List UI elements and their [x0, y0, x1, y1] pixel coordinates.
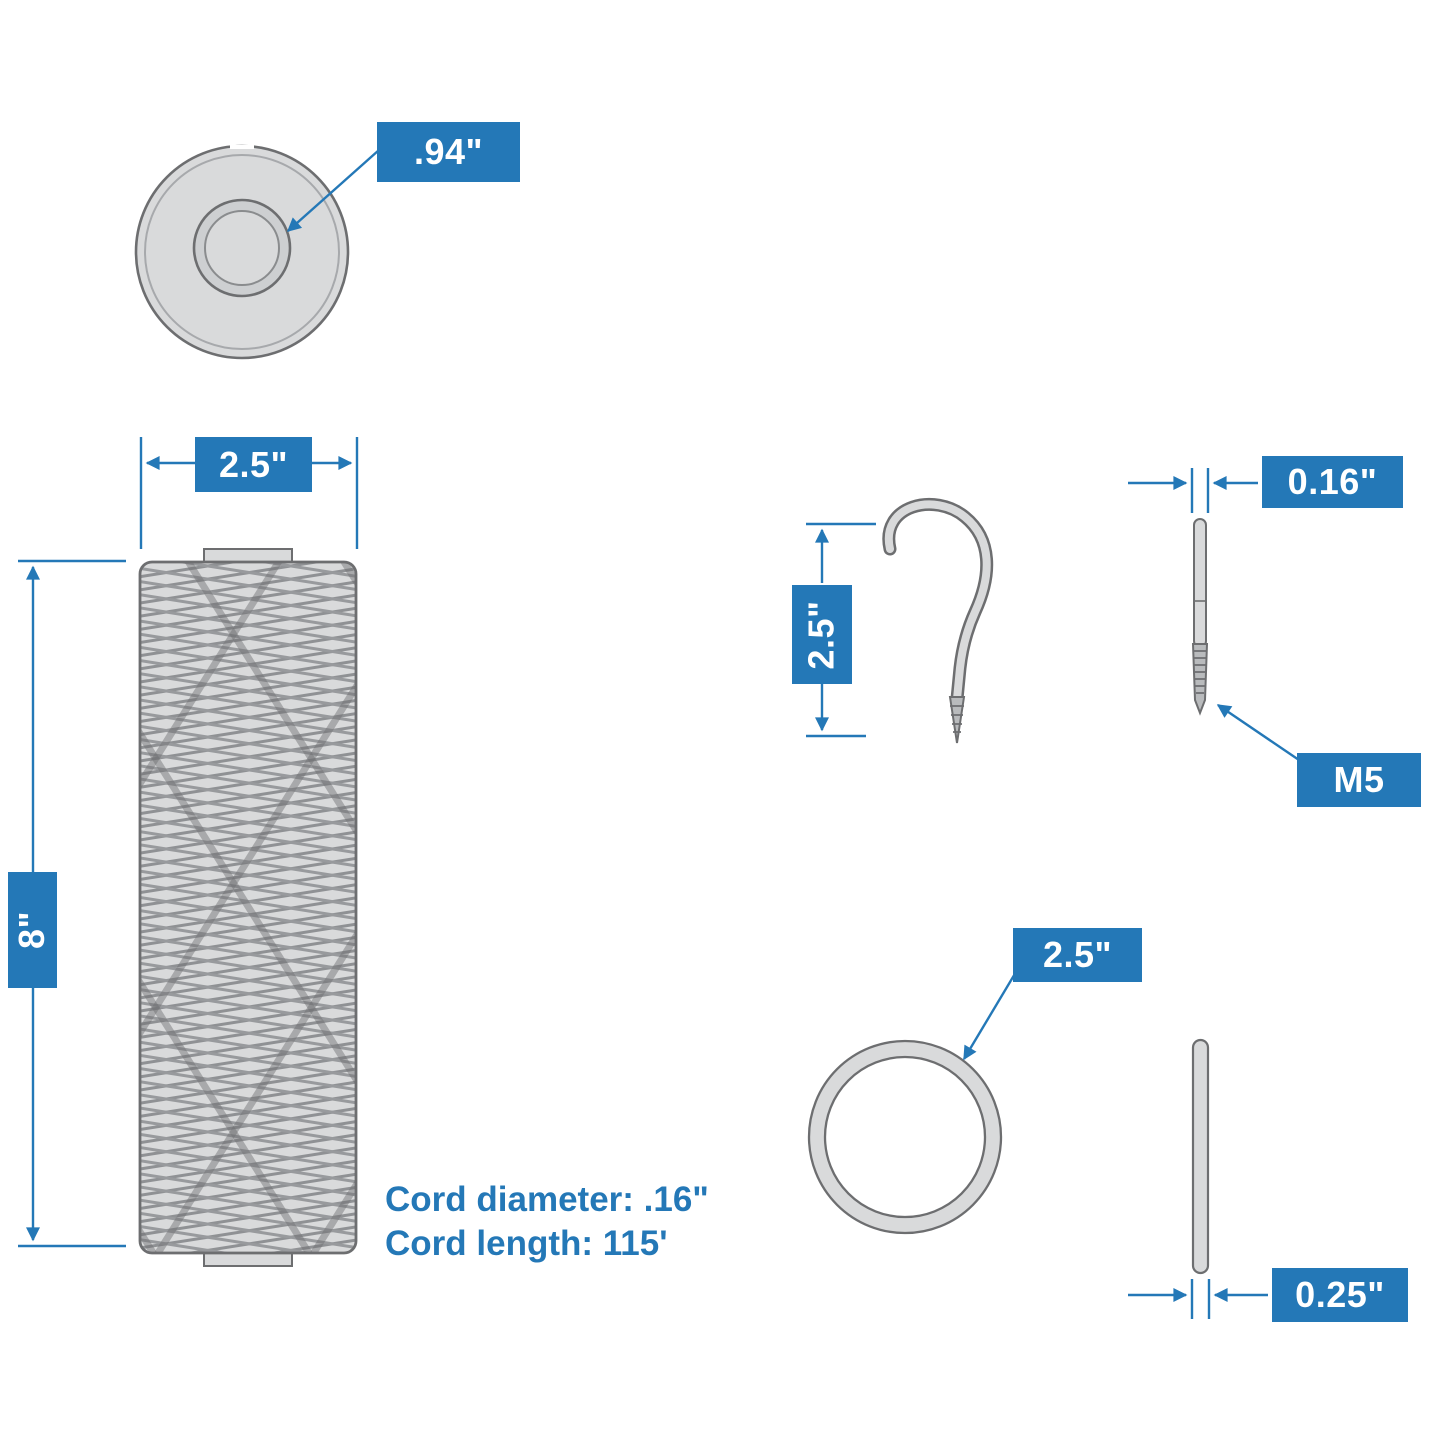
callout-leader-line [286, 149, 380, 232]
spool-top-lip-circle [144, 154, 340, 350]
hole-diameter-label: .94" [377, 122, 520, 182]
spool-height-value: 8" [11, 910, 53, 950]
spool-top-hole-circle [204, 210, 280, 286]
spool-front-drawing [138, 548, 358, 1267]
screw-diameter-value: 0.16" [1287, 461, 1378, 502]
screw-diameter-label: 0.16" [1262, 456, 1403, 508]
hook-fill [884, 500, 991, 703]
rod-diameter-value: 0.25" [1295, 1274, 1385, 1315]
spool-body-outline [138, 560, 358, 1255]
screw-extension-lines [1190, 468, 1210, 513]
screw-thread-ridges [1193, 650, 1207, 694]
spool-top-view-drawing [134, 144, 350, 360]
ring-body [809, 1041, 1001, 1233]
hook-length-value: 2.5" [801, 599, 842, 670]
rod-diameter-dimension [1128, 1279, 1268, 1319]
weave-layer-d [140, 562, 356, 1253]
screw-shaft [1193, 518, 1207, 648]
ring-outer-outline [807, 1039, 1003, 1235]
rod-drawing [1191, 1038, 1210, 1275]
hook-length-dimension [806, 522, 876, 738]
width-extension-lines [139, 437, 359, 549]
screw-diameter-dimension [1128, 468, 1258, 513]
hole-diameter-callout [286, 149, 380, 232]
spool-width-value: 2.5" [218, 443, 289, 485]
height-extension-lines [18, 559, 126, 1248]
cord-length-note: Cord length: 115' [385, 1224, 668, 1264]
spool-cord-weave [140, 562, 356, 1253]
spool-width-dimension [139, 437, 359, 549]
ring-diameter-value: 2.5" [1042, 934, 1113, 975]
rod-extension-lines [1190, 1279, 1211, 1319]
screw-drawing [1191, 518, 1209, 716]
screw-thread-callout [1216, 704, 1300, 761]
hook-extension-lines [806, 522, 876, 738]
spool-height-label: 8" [8, 872, 57, 988]
dimension-lines [18, 149, 1300, 1319]
ring-leader-line [962, 971, 1018, 1061]
rod-diameter-label: 0.25" [1272, 1268, 1408, 1322]
ring-diameter-callout [962, 971, 1018, 1061]
ring-drawing [807, 1039, 1003, 1235]
hook-thread-ridges [950, 705, 964, 733]
m5-leader-line [1216, 704, 1300, 761]
ring-inner-outline [823, 1055, 987, 1219]
rod-body [1191, 1038, 1210, 1275]
cord-diameter-note: Cord diameter: .16" [385, 1180, 709, 1219]
hook-outline [882, 497, 994, 706]
hook-thread-tip [948, 696, 966, 744]
spool-width-label: 2.5" [195, 437, 312, 492]
hook-drawing [882, 497, 994, 744]
screw-thread-label: M5 [1297, 753, 1421, 807]
hook-length-label: 2.5" [792, 585, 852, 684]
spool-height-dimension [18, 559, 126, 1248]
ring-diameter-label: 2.5" [1013, 928, 1142, 982]
hole-diameter-value: .94" [413, 131, 484, 172]
screw-thread-value: M5 [1333, 759, 1385, 800]
cord-specs: Cord diameter: .16" Cord length: 115' [385, 1178, 709, 1266]
